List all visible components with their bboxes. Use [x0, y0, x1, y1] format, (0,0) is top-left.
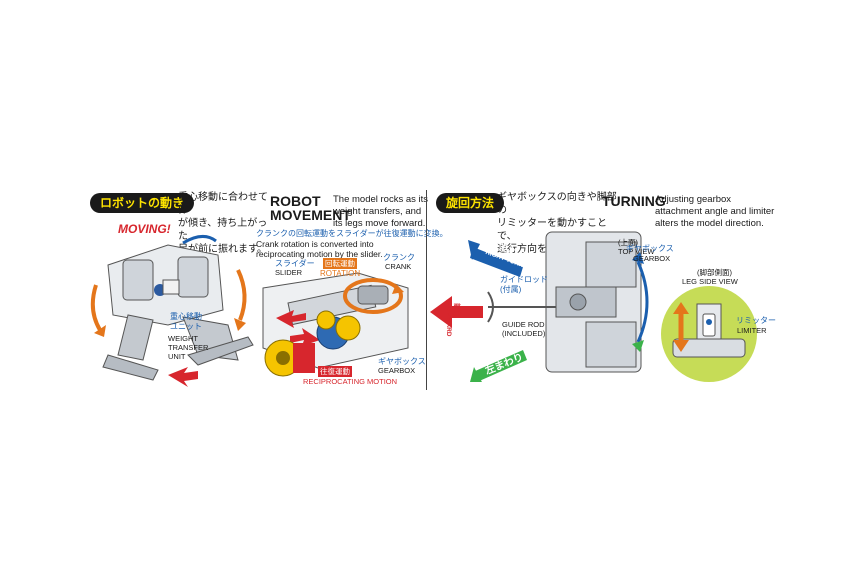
turning-heading-pill: 旋回方法 — [436, 193, 505, 213]
slider-jp: スライダー — [275, 259, 315, 268]
forward-label: 前進 FORWARD — [444, 303, 460, 336]
top-view-illustration — [430, 231, 649, 382]
weight-unit-jp: 重心移動 ユニット — [170, 312, 202, 331]
robot-illustration — [90, 235, 254, 387]
turning-desc-en: Adjusting gearbox attachment angle and l… — [655, 194, 775, 229]
robot-desc-en: The model rocks as its weight transfers,… — [333, 194, 429, 229]
moving-label: MOVING! — [118, 222, 171, 236]
rotation-jp: 回転運動 — [323, 258, 357, 269]
top-view-label: (上面) TOP VIEW — [618, 229, 654, 256]
guide-rod-jp: ガイドロッド (付属) — [500, 275, 548, 294]
leg-side-jp: (脚部側面) — [697, 268, 732, 277]
top-view-en: TOP VIEW — [618, 247, 655, 256]
crank-jp: クランク — [383, 253, 415, 262]
forward-jp: 前進 — [453, 303, 460, 316]
robot-desc-jp: 重心移動に合わせて体 が傾き、持ち上がった 足が前に振れます。 — [178, 192, 268, 255]
robot-heading-pill: ロボットの動き — [90, 193, 195, 213]
leg-side-illustration — [661, 286, 757, 382]
leg-side-en: LEG SIDE VIEW — [682, 277, 738, 286]
robot-title-en: ROBOT MOVEMENT — [270, 193, 351, 223]
weight-unit-en: WEIGHT TRANSFER UNIT — [168, 334, 209, 361]
recip-jp: 往復運動 — [318, 366, 352, 377]
slider-en: SLIDER — [275, 268, 303, 277]
gearbox-en: GEARBOX — [378, 366, 416, 375]
gearbox-jp-right: ギヤボックス — [626, 244, 674, 253]
crank-en: CRANK — [385, 262, 412, 271]
limiter-en: LIMITER — [737, 326, 767, 335]
top-view-jp: (上面) — [618, 238, 638, 247]
gearbox-en-right: GEARBOX — [633, 254, 671, 263]
rotation-en: ROTATION — [320, 269, 361, 278]
crank-note-jp: クランクの回転運動をスライダーが往復運動に変換。 — [256, 229, 448, 238]
recip-en: RECIPROCATING MOTION — [303, 377, 398, 386]
limiter-jp: リミッター — [736, 316, 776, 325]
robot-heading-jp: ロボットの動き — [100, 196, 185, 210]
guide-rod-en: GUIDE ROD (INCLUDED) — [502, 320, 546, 338]
panel-divider — [426, 190, 427, 390]
crank-illustration — [262, 272, 409, 377]
gearbox-jp: ギヤボックス — [378, 357, 426, 366]
turning-title-en: TURNING — [602, 193, 666, 209]
turning-heading-jp: 旋回方法 — [446, 196, 495, 210]
crank-note-en: Crank rotation is converted into recipro… — [256, 239, 383, 259]
forward-en: FORWARD — [445, 303, 452, 337]
